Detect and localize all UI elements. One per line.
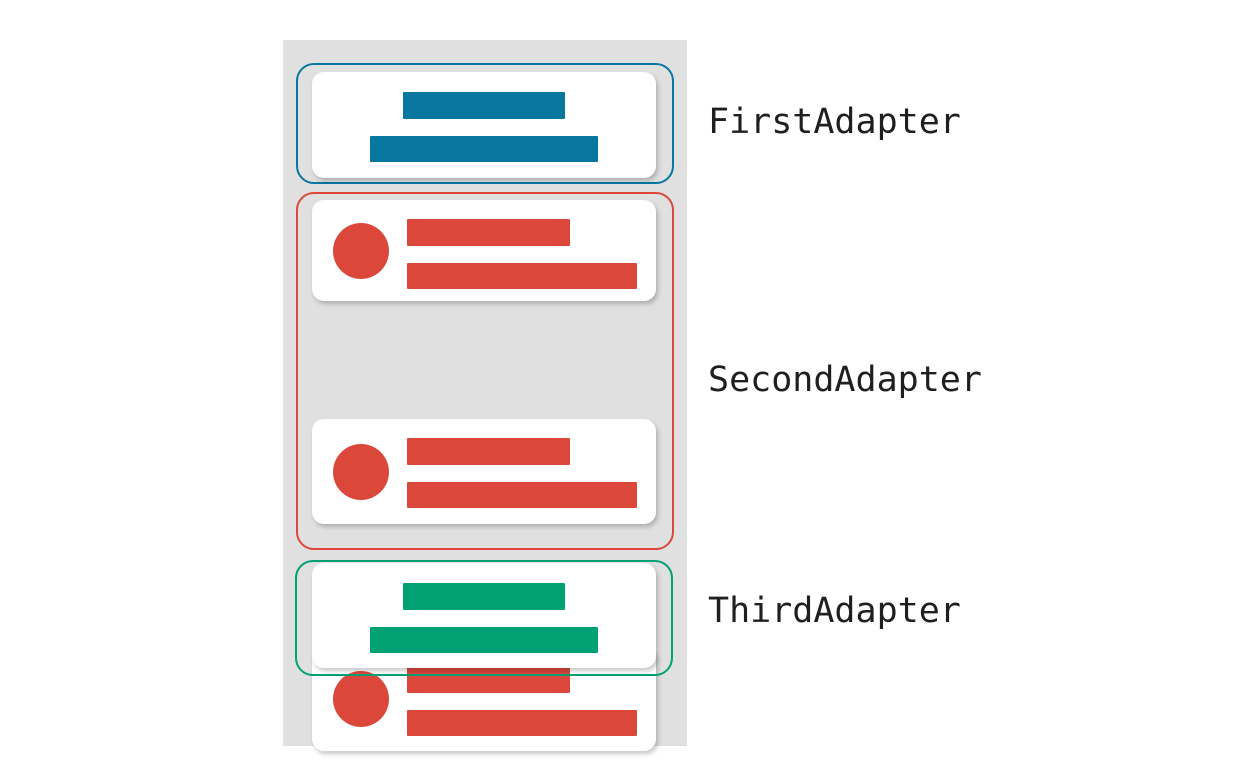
second-adapter-card-2 <box>312 419 656 524</box>
third-adapter-outline <box>295 560 673 676</box>
text-line-placeholder <box>407 666 570 693</box>
first-adapter-outline <box>296 63 674 184</box>
text-line-placeholder <box>407 482 637 508</box>
second-adapter-outline <box>296 192 674 550</box>
avatar-placeholder <box>333 222 389 279</box>
text-line-placeholder <box>407 219 570 246</box>
avatar-placeholder <box>333 443 389 500</box>
text-line-placeholder <box>407 710 637 736</box>
text-line-placeholder <box>407 438 570 465</box>
avatar-placeholder <box>333 671 389 727</box>
first-adapter-label: FirstAdapter <box>708 102 961 142</box>
recyclerview-panel <box>283 40 687 751</box>
second-adapter-label: SecondAdapter <box>708 360 982 400</box>
text-line-placeholder <box>403 92 565 119</box>
third-adapter-card <box>312 563 656 668</box>
first-adapter-card <box>312 72 656 178</box>
text-line-placeholder <box>370 627 598 653</box>
text-line-placeholder <box>407 263 637 289</box>
third-adapter-label: ThirdAdapter <box>708 591 961 631</box>
text-line-placeholder <box>370 136 598 162</box>
text-line-placeholder <box>403 583 565 610</box>
second-adapter-card-1 <box>312 200 656 301</box>
